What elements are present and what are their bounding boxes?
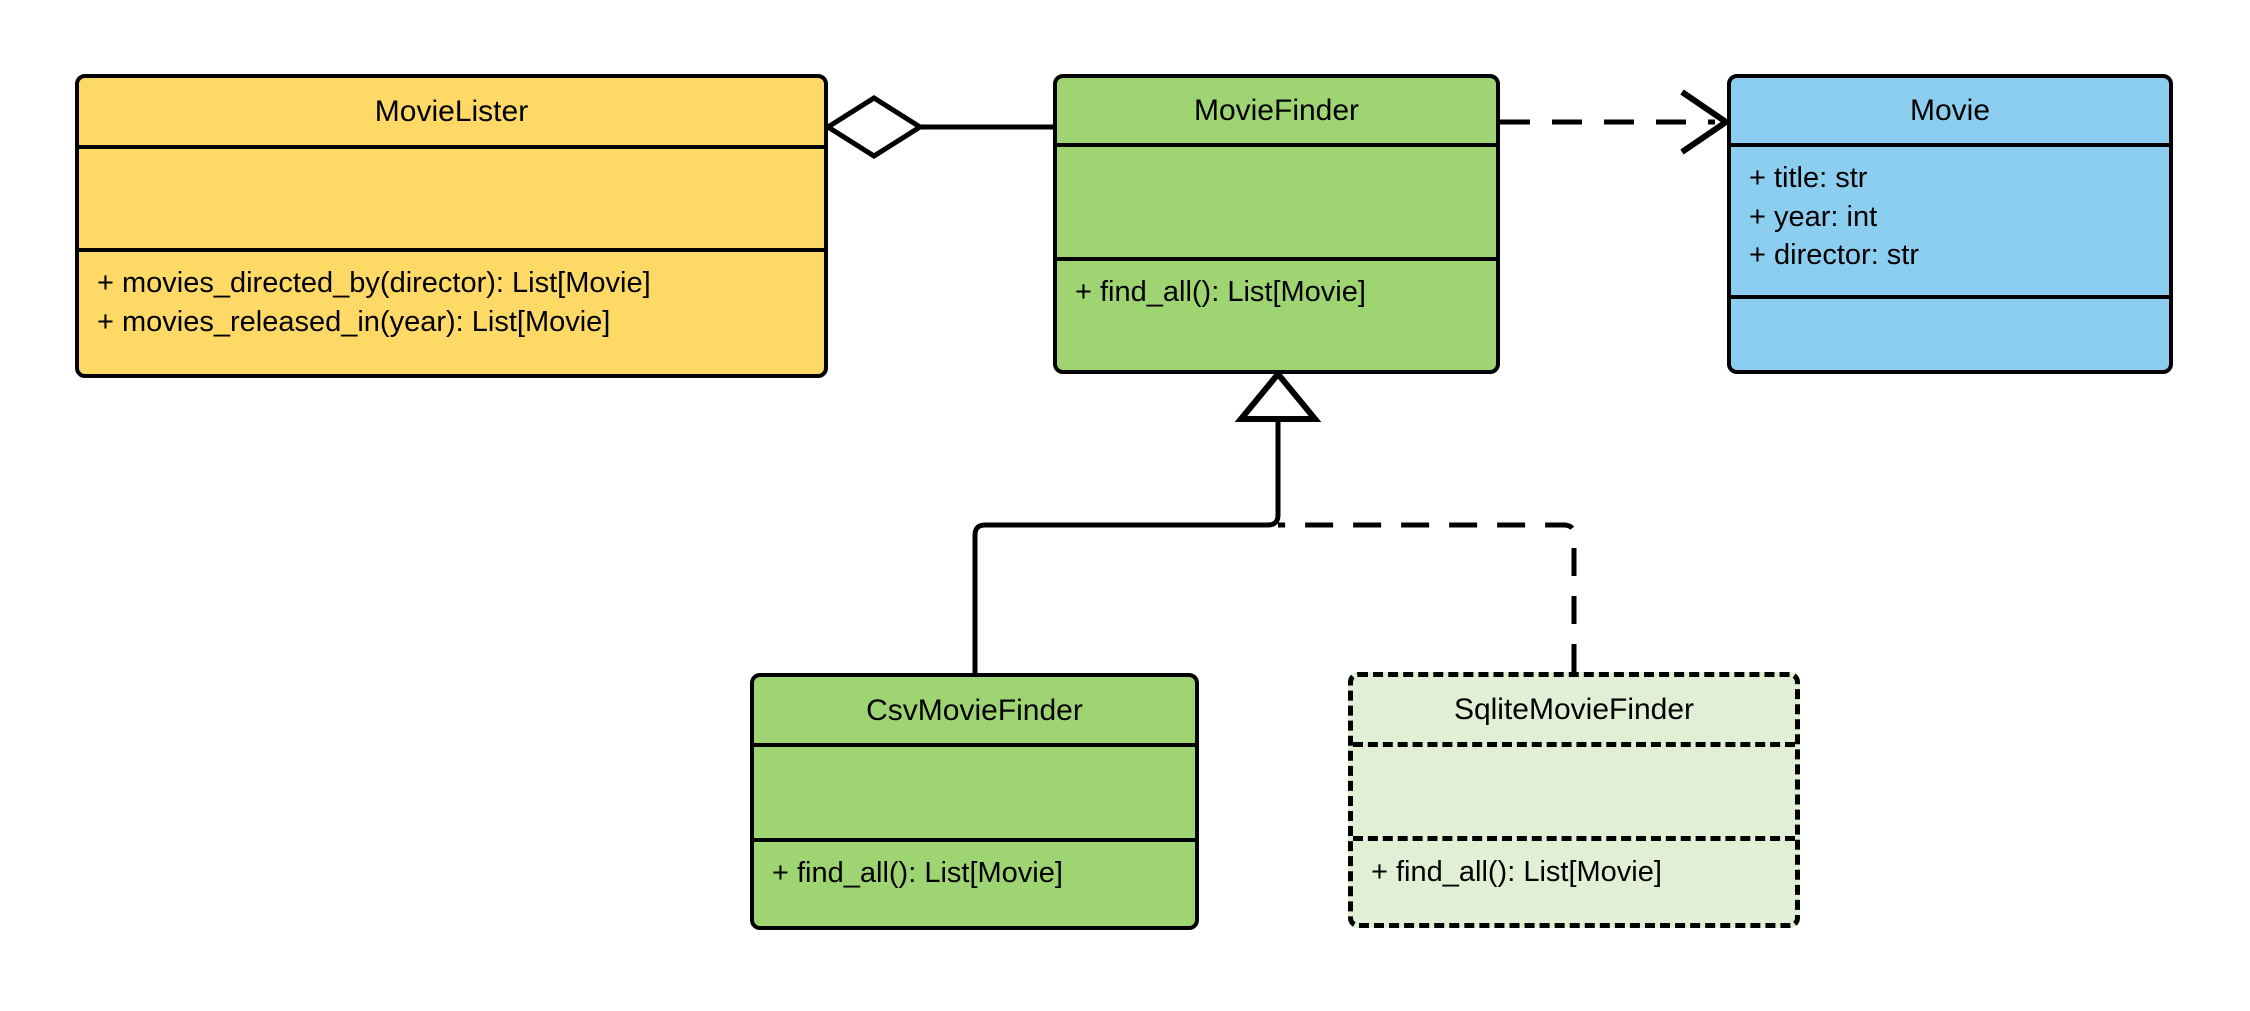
operation-item: + movies_directed_by(director): List[Mov… bbox=[97, 267, 651, 299]
open-arrow-marker bbox=[1680, 89, 1732, 155]
hollow-triangle-marker bbox=[1234, 369, 1322, 422]
attribute-item: + year: int bbox=[1749, 200, 1878, 233]
class-box-movie[interactable]: Movie + title: str + year: int + directo… bbox=[1727, 74, 2173, 374]
attribute-item: + title: str bbox=[1749, 162, 1868, 194]
operation-item: + movies_released_in(year): List[Movie] bbox=[97, 305, 611, 338]
class-operations-compartment bbox=[1731, 299, 2169, 370]
class-attributes-compartment: + title: str + year: int + director: str bbox=[1731, 147, 2169, 299]
class-name-compartment: SqliteMovieFinder bbox=[1353, 677, 1795, 747]
attribute-item: + director: str bbox=[1749, 239, 1920, 272]
operation-item: + find_all(): List[Movie] bbox=[1075, 276, 1366, 308]
class-operations-compartment: + movies_directed_by(director): List[Mov… bbox=[79, 252, 824, 374]
hollow-diamond-marker bbox=[823, 95, 925, 159]
empty-attributes bbox=[772, 759, 1177, 838]
class-attributes-compartment bbox=[1057, 147, 1496, 261]
operation-item: + find_all(): List[Movie] bbox=[1371, 856, 1662, 888]
class-name-compartment: MovieFinder bbox=[1057, 78, 1496, 147]
relationship-aggregation-movielister-moviefinder[interactable] bbox=[823, 95, 1053, 159]
class-box-moviefinder[interactable]: MovieFinder + find_all(): List[Movie] bbox=[1053, 74, 1500, 374]
class-name-label: MovieLister bbox=[374, 95, 529, 128]
class-operations-compartment: + find_all(): List[Movie] bbox=[1057, 261, 1496, 370]
class-operations-compartment: + find_all(): List[Movie] bbox=[754, 842, 1195, 926]
class-name-label: CsvMovieFinder bbox=[866, 693, 1083, 727]
class-name-compartment: MovieLister bbox=[79, 78, 824, 149]
relationship-dependency-moviefinder-movie[interactable] bbox=[1500, 89, 1732, 155]
class-attributes-compartment bbox=[1353, 747, 1795, 841]
class-box-sqlitemoviefinder[interactable]: SqliteMovieFinder + find_all(): List[Mov… bbox=[1348, 672, 1800, 928]
class-name-compartment: Movie bbox=[1731, 78, 2169, 147]
class-operations-compartment: + find_all(): List[Movie] bbox=[1353, 841, 1795, 923]
empty-attributes bbox=[1371, 759, 1777, 836]
empty-operations bbox=[1749, 311, 2151, 370]
class-attributes-compartment bbox=[754, 747, 1195, 842]
class-name-compartment: CsvMovieFinder bbox=[754, 677, 1195, 747]
class-name-label: Movie bbox=[1909, 94, 1991, 127]
class-attributes-compartment bbox=[79, 149, 824, 252]
empty-attributes bbox=[97, 161, 806, 248]
relationship-generalization-csvmoviefinder-moviefinder[interactable] bbox=[972, 369, 1322, 673]
class-name-label: MovieFinder bbox=[1193, 94, 1360, 127]
relationship-generalization-sqlitemoviefinder-moviefinder[interactable] bbox=[1278, 522, 1577, 672]
empty-attributes bbox=[1075, 159, 1478, 257]
class-name-label: SqliteMovieFinder bbox=[1453, 693, 1695, 726]
class-box-csvmoviefinder[interactable]: CsvMovieFinder + find_all(): List[Movie] bbox=[750, 673, 1199, 930]
operation-item: + find_all(): List[Movie] bbox=[772, 857, 1063, 889]
generalization-line-sqlite bbox=[1278, 522, 1577, 672]
class-box-movielister[interactable]: MovieLister + movies_directed_by(directo… bbox=[75, 74, 828, 378]
generalization-line-csv bbox=[972, 419, 1281, 673]
